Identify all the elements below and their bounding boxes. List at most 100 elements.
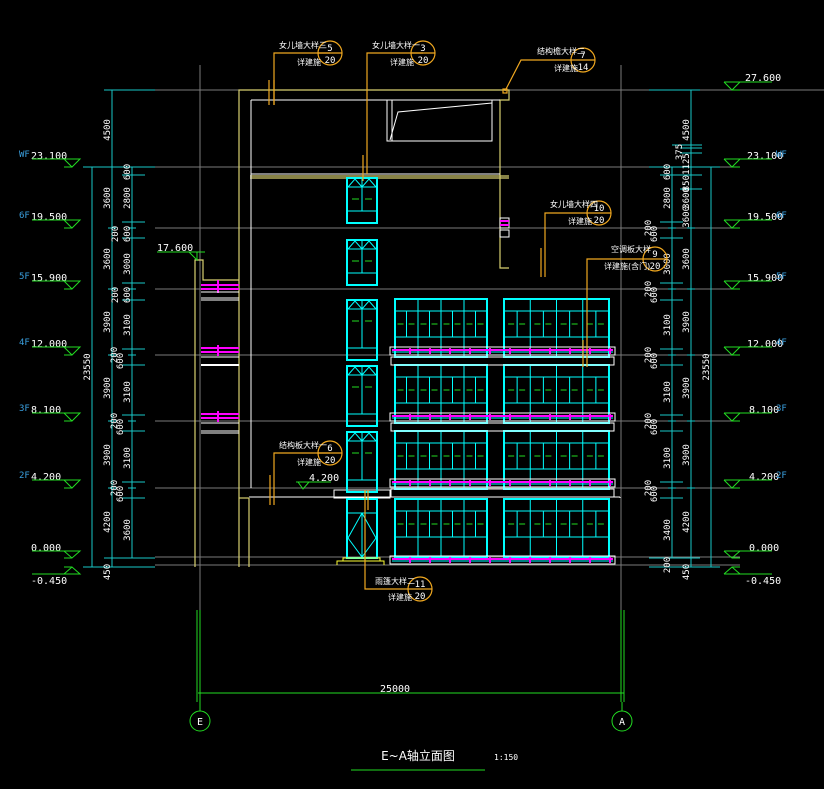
svg-text:详建施: 详建施 (388, 592, 412, 602)
svg-text:20: 20 (415, 592, 426, 602)
dim-left-small-1: 200 (111, 287, 121, 303)
stair-window (346, 299, 378, 361)
dim-left-inner-0: 600 (123, 164, 133, 180)
svg-text:雨篷大样二: 雨篷大样二 (375, 576, 415, 586)
elevation-left-5f: 5F 15.900 (19, 272, 82, 290)
dim-right-inner-2: 600 (650, 226, 660, 242)
dimension-overall-width: 25000 (380, 684, 410, 695)
dim-right-outer-2: 3600 (682, 187, 692, 209)
elevation-right-wf: 23.100 WF (723, 150, 787, 168)
drawing-title: E~A轴立面图 (381, 748, 455, 763)
elevation-left-4f: 4F 12.000 (19, 338, 82, 356)
svg-text:20: 20 (650, 262, 661, 272)
svg-text:女儿墙大样一: 女儿墙大样一 (372, 40, 420, 50)
elevation-left-outdoor: -0.450 (31, 566, 82, 587)
callout-parapet-1: 女儿墙大样一 详建施 3 20 (372, 40, 428, 67)
svg-text:15.900: 15.900 (747, 273, 783, 284)
elevation-right-4f: 12.000 4F (723, 338, 787, 356)
svg-text:4.200: 4.200 (749, 472, 779, 483)
balcony-rail (389, 346, 616, 366)
dim-right-small-4: 200 (644, 480, 654, 496)
balcony-rail (389, 555, 616, 565)
dim-left-total: 23550 (83, 353, 93, 380)
svg-text:WF: WF (19, 150, 30, 160)
dimension-text-right: 4500 375 3600 3600 3900 3900 3900 4200 4… (644, 119, 712, 580)
dim-left-inner-8: 600 (116, 419, 126, 435)
axis-label-a: A (619, 717, 625, 728)
svg-text:女儿墙大样三: 女儿墙大样三 (279, 40, 327, 50)
callout-parapet-4: 女儿墙大样四 详建施 10 20 (550, 199, 604, 226)
dim-left-outer-1: 3600 (103, 187, 113, 209)
window-band (503, 298, 610, 358)
window-band (394, 430, 488, 490)
dimension-ticks-left (108, 89, 145, 568)
svg-text:2F: 2F (776, 471, 787, 481)
elevation-right-5f: 15.900 5F (723, 272, 787, 290)
dim-left-inner-7: 3100 (123, 381, 133, 403)
axis-label-e: E (197, 717, 203, 728)
stair-window (346, 431, 378, 493)
dim-left-outer-7: 450 (103, 564, 113, 580)
grid-lines (155, 65, 824, 610)
dim-right-inner-3: 3000 (663, 253, 673, 275)
drawing-scale: 1:150 (494, 753, 518, 762)
svg-text:详建施(含门): 详建施(含门) (604, 261, 650, 271)
dim-left-outer-2: 3600 (103, 248, 113, 270)
dim-right-inner-9: 3100 (663, 447, 673, 469)
callout-canopy-2: 雨篷大样二 详建施 11 20 (375, 576, 425, 602)
dim-right-inner-8: 600 (650, 419, 660, 435)
svg-text:7: 7 (580, 51, 585, 61)
window-band (503, 364, 610, 424)
svg-text:6F: 6F (776, 211, 787, 221)
dim-right-inner-6: 600 (650, 353, 660, 369)
svg-text:10: 10 (594, 204, 605, 214)
svg-text:详建施: 详建施 (297, 457, 321, 467)
svg-text:2F: 2F (19, 471, 30, 481)
elevation-right-ground: 0.000 (723, 543, 779, 559)
dim-right-inner-0: 600 (663, 164, 673, 180)
svg-text:5F: 5F (776, 272, 787, 282)
dim-right-stack-3: 850 (682, 175, 692, 191)
svg-text:详建施: 详建施 (390, 57, 414, 67)
stair-window (346, 239, 378, 286)
svg-text:8.100: 8.100 (749, 405, 779, 416)
dim-left-inner-6: 600 (116, 353, 126, 369)
svg-text:5: 5 (327, 44, 332, 54)
dim-left-outer-6: 4200 (103, 511, 113, 533)
dim-left-outer-3: 3900 (103, 311, 113, 333)
dim-right-small-1: 200 (644, 281, 654, 297)
stair-window (346, 177, 378, 224)
svg-text:4F: 4F (19, 338, 30, 348)
upper-ac-ledge (499, 217, 510, 238)
callout-texts: 女儿墙大样三 详建施 5 20 女儿墙大样一 详建施 3 20 结构檐大样二 详… (279, 40, 660, 602)
dim-right-small-2: 200 (644, 347, 654, 363)
svg-text:6: 6 (327, 444, 332, 454)
dim-left-outer-5: 3900 (103, 444, 113, 466)
svg-text:14: 14 (578, 63, 589, 73)
dimension-ticks-right (660, 89, 695, 568)
dim-left-small-2: 200 (110, 347, 120, 363)
dim-left-inner-2: 600 (123, 226, 133, 242)
elevation-markers-left: WF 23.100 6F 19.500 5F 15.900 4F 12.000 … (19, 150, 82, 587)
svg-text:5F: 5F (19, 272, 30, 282)
svg-text:3F: 3F (776, 404, 787, 414)
bottom-dimension (196, 610, 625, 711)
dim-left-small-4: 200 (110, 480, 120, 496)
dim-left-small-3: 200 (110, 413, 120, 429)
svg-text:-0.450: -0.450 (31, 576, 67, 587)
window-band (394, 298, 488, 358)
dim-left-small-0: 200 (111, 226, 121, 242)
window-band (394, 498, 488, 558)
balcony-rail (389, 478, 616, 498)
callout-ac-slab: 空调板大样 详建施(含门) 9 20 (604, 244, 660, 272)
svg-text:3F: 3F (19, 404, 30, 414)
callout-eave-2: 结构檐大样二 详建施 7 14 (537, 46, 588, 73)
svg-text:结构板大样一: 结构板大样一 (279, 440, 327, 450)
entrance-door (346, 498, 378, 559)
svg-text:19.500: 19.500 (31, 212, 67, 223)
dim-left-inner-1: 2800 (123, 187, 133, 209)
svg-text:20: 20 (325, 56, 336, 66)
elevation-marker-17600: 17.600 (157, 243, 205, 262)
elevation-right-outdoor: -0.450 (723, 566, 781, 587)
